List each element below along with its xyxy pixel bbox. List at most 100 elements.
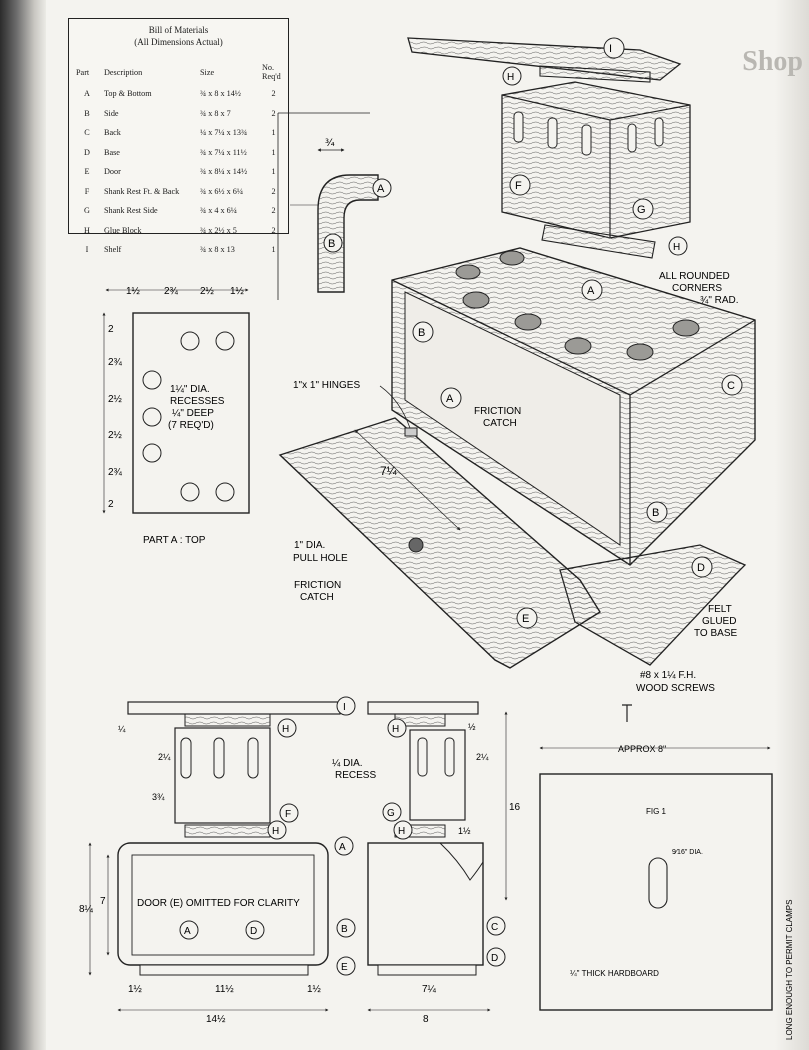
bottom-dim-2: 11½ [215, 984, 234, 995]
approx-label: APPROX 8" [618, 744, 666, 754]
bottom-dim-3: 1½ [307, 984, 322, 995]
screws-label-2: WOOD SCREWS [636, 683, 715, 694]
bom-size: ¾ x 2½ x 5 [200, 225, 237, 235]
recess-label-3: ¼" DEEP [172, 407, 214, 419]
bleed-heading: Shop [742, 46, 803, 77]
bom-size: ¾ x 7¼ x 11½ [200, 147, 247, 157]
joint-dim-label: ¾ [325, 138, 335, 149]
recess-label-2: RECESSES [170, 396, 225, 407]
top-dim-v1: 2 [108, 324, 114, 335]
pull-hole-dia: 1" DIA. [294, 540, 325, 551]
glue-block-bottom [541, 224, 656, 259]
left-inner-dim: 7 [100, 896, 106, 907]
bom-description: Shelf [104, 245, 122, 255]
top-dim-v5: 2¾ [108, 467, 123, 478]
top-dim-h4: 1½ [230, 286, 245, 297]
bom-title: Bill of Materials [148, 25, 209, 35]
glue-bottom-letter: H [673, 242, 680, 253]
exploded-view: I H F G H A B A [278, 37, 756, 722]
bom-size: ¾ x 8 x 14½ [200, 89, 241, 99]
top-dim-h3: 2½ [200, 286, 215, 297]
bom-part-letter: I [85, 245, 89, 255]
glue-block-top [539, 65, 651, 83]
bom-qty: 1 [271, 167, 276, 177]
part-f-letter: F [515, 180, 522, 192]
bom-part-letter: E [84, 167, 90, 177]
base-d-letter: D [697, 562, 705, 574]
catch-label-2: CATCH [300, 592, 334, 603]
ortho-h2-letter: H [392, 724, 399, 735]
part-a-outline [132, 312, 250, 514]
right-total-dim: 8 [423, 1014, 429, 1025]
shelf-right-dim: ½ [468, 722, 476, 732]
corner-joint-detail: ¾ A B [277, 112, 392, 300]
bom-qty: 2 [271, 108, 276, 118]
hinges-label: 1"x 1" HINGES [293, 380, 360, 391]
part-a-caption: PART A : TOP [143, 535, 206, 546]
ortho-a-top-letter: A [339, 842, 346, 853]
shelf-i-letter: I [609, 43, 612, 55]
bom-description: Side [104, 108, 119, 118]
clamps-label: LONG ENOUGH TO PERMIT CLAMPS [785, 900, 794, 1040]
door-omitted-label: DOOR (E) OMITTED FOR CLARITY [137, 898, 300, 909]
felt-label-1: FELT [708, 604, 732, 615]
bom-header-description: Description [104, 67, 143, 77]
bom-subtitle: (All Dimensions Actual) [134, 37, 223, 47]
cab-right-b-letter: B [652, 507, 659, 519]
bom-qty: 2 [271, 206, 276, 216]
top-dim-v6: 2 [108, 499, 114, 510]
cab-left-b-letter: B [418, 327, 425, 339]
top-dim-v4: 2½ [108, 430, 123, 441]
rad-label: ¾" RAD. [700, 295, 739, 306]
hardboard-label: ¼" THICK HARDBOARD [570, 969, 659, 978]
iso-callouts: ALL ROUNDED CORNERS ¾" RAD. 1"x 1" HINGE… [293, 271, 739, 694]
shank-rest-f-front [174, 727, 271, 824]
ortho-h4-letter: H [398, 826, 405, 837]
adjacent-page-bleed: Shop [742, 0, 809, 1050]
bom-description: Door [104, 167, 121, 177]
small-recess-label: RECESS [335, 770, 376, 781]
bom-size: ¾ x 4 x 6¼ [200, 206, 237, 216]
joint-part-a-letter: A [377, 183, 385, 195]
bill-of-materials: Bill of Materials (All Dimensions Actual… [68, 18, 289, 254]
cab-top-a-letter: A [587, 285, 595, 297]
fig1-jig: APPROX 8" FIG 1 9⁄16" DIA. ¼" THICK HARD… [539, 744, 794, 1040]
bom-size: ¼ x 7¼ x 13¾ [200, 128, 248, 138]
glue-top-letter: H [507, 72, 514, 83]
ortho-c-letter: C [491, 922, 498, 933]
bom-part-letter: G [84, 206, 90, 216]
recess-label-1: 1¼" DIA. [170, 383, 210, 395]
bom-description: Top & Bottom [104, 89, 152, 99]
bom-part-letter: D [84, 147, 90, 157]
bom-part-letter: C [84, 128, 90, 138]
f-side-dim: 2¼ [158, 752, 171, 762]
part-a-top-view: 1½ 2¾ 2½ 1½ 2 2¾ 2½ 2½ 2¾ 2 1¼" DIA. REC… [102, 286, 250, 546]
shank-rest-box [501, 81, 691, 239]
bom-row: B Side ¾ x 8 x 7 2 [73, 104, 288, 124]
ortho-h1-letter: H [282, 724, 289, 735]
shelf-left-dim: ¼ [118, 724, 126, 734]
bom-description: Shank Rest Side [104, 206, 158, 216]
fig1-title: FIG 1 [646, 807, 667, 816]
g-left-dim: 1½ [458, 826, 471, 836]
catch-label-1: CATCH [483, 418, 517, 429]
bottom-dim-1: 1½ [128, 984, 143, 995]
felt-label-3: TO BASE [694, 628, 737, 639]
book-spine-shadow [0, 0, 46, 1050]
cabinet-interior [404, 291, 621, 546]
bom-description: Glue Block [104, 225, 142, 235]
part-g-letter: G [637, 204, 646, 216]
bom-part-letter: H [84, 225, 90, 235]
bom-header-part: Part [76, 67, 90, 77]
orthographic-views: I ¼ ½ H H 2¼ 3¾ F 2¼ ¼ DIA. RECESS G 1½ … [79, 696, 521, 1025]
ortho-i-letter: I [343, 702, 346, 713]
bom-size: ¾ x 8 x 7 [200, 108, 231, 118]
bom-qty: 1 [271, 147, 276, 157]
bom-part-letter: B [84, 108, 90, 118]
corners-label: CORNERS [672, 283, 722, 294]
